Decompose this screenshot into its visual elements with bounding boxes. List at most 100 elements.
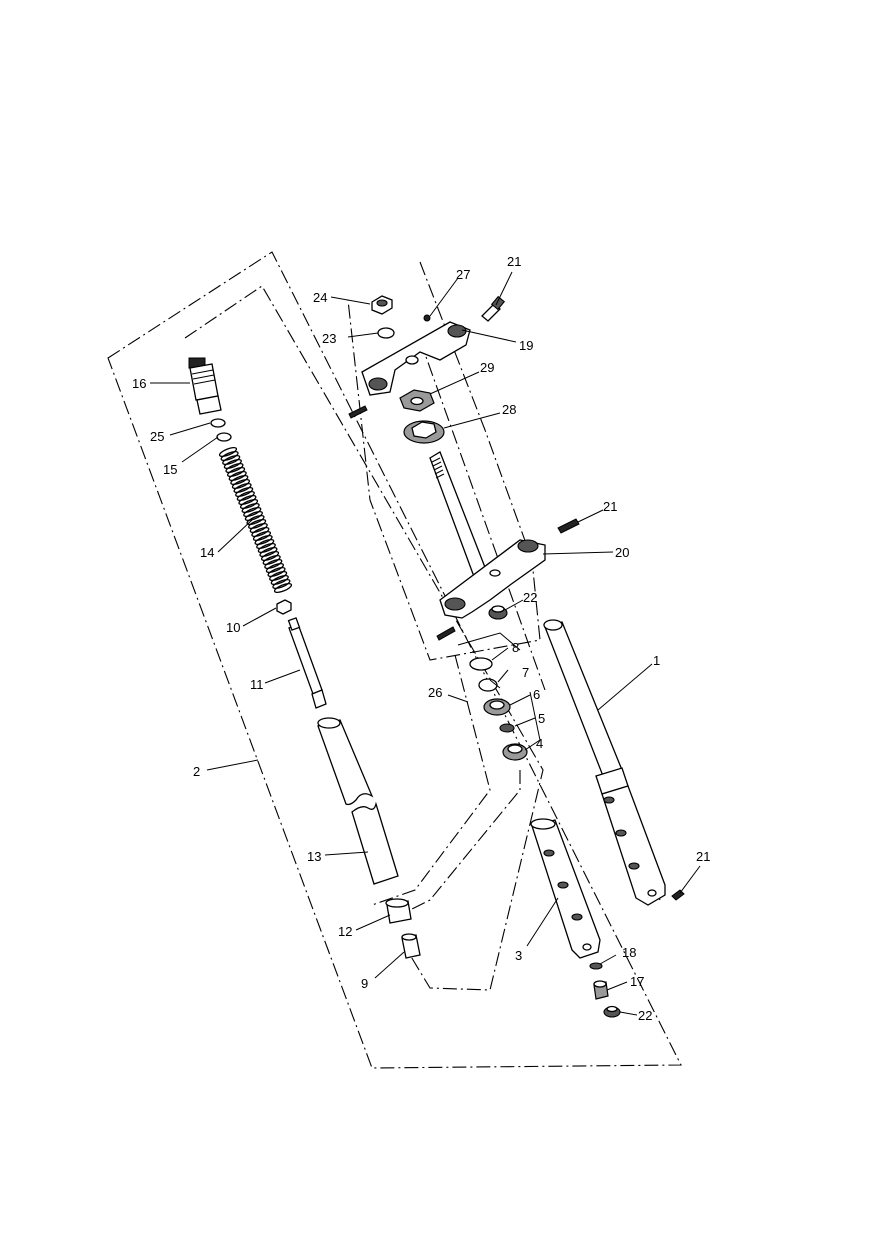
spring-coil (235, 486, 254, 498)
cap-22-upper (488, 605, 508, 620)
callout-14: 14 (200, 545, 214, 560)
inner-tube-13 (317, 717, 399, 885)
steering-stem-boundary (347, 261, 541, 661)
callout-10: 10 (226, 620, 240, 635)
callout-6: 6 (533, 687, 540, 702)
spring-coil (264, 558, 283, 570)
spring-coil (273, 582, 293, 594)
spring-coil (272, 578, 291, 590)
spring-coil (244, 510, 263, 522)
spring-coil (252, 530, 272, 542)
spring-coil (238, 494, 257, 506)
drain-screw-17 (593, 980, 609, 1000)
pinch-bolt-top (348, 405, 368, 419)
seal-8 (469, 657, 493, 671)
callout-9: 9 (361, 976, 368, 991)
callout-22-lower: 22 (638, 1008, 652, 1023)
spring-coil (259, 546, 278, 558)
spring-coil (223, 458, 242, 470)
bearing-group-link (371, 654, 521, 911)
callout-4: 4 (536, 736, 543, 751)
spring-coil (236, 490, 255, 502)
spring-coil (269, 570, 288, 582)
callout-24: 24 (313, 290, 327, 305)
callout-16: 16 (132, 376, 146, 391)
spring-coil (239, 498, 259, 510)
callout-12: 12 (338, 924, 352, 939)
bush-12 (385, 898, 412, 924)
damper-rod-11 (287, 617, 327, 709)
spring-coil (243, 506, 262, 518)
screw-27 (423, 314, 431, 322)
steering-stem (429, 451, 489, 583)
spring-coil (227, 466, 246, 478)
spring-coil (218, 446, 238, 458)
leader-lines (150, 271, 701, 1016)
fork-leg-3 (530, 818, 601, 959)
callout-29: 29 (480, 360, 494, 375)
callout-labels: 1 2 3 4 5 6 7 8 9 10 11 12 13 14 15 16 1… (132, 254, 710, 1023)
spring-coil (246, 514, 265, 526)
washer-15 (216, 432, 232, 442)
spring-coil (249, 522, 268, 534)
bolt-21-yoke (557, 518, 580, 534)
cap-22-lower (603, 1005, 621, 1018)
spring-coil (256, 538, 275, 550)
bottom-yoke-20 (439, 539, 546, 619)
top-yoke-19 (361, 321, 471, 396)
bolt-21-top (481, 295, 506, 322)
spring-coil (230, 474, 249, 486)
washer-23 (377, 327, 395, 339)
spring-coil (270, 574, 289, 586)
callout-19: 19 (519, 338, 533, 353)
assembly-boundary-outer (107, 251, 682, 1069)
spring-coil (228, 470, 247, 482)
spring-coil (248, 518, 267, 530)
spring-coil (260, 550, 280, 562)
callout-1: 1 (653, 653, 660, 668)
callout-21-mid: 21 (603, 499, 617, 514)
spring-coil (233, 482, 252, 494)
callout-22-upper: 22 (523, 590, 537, 605)
nut-10 (276, 599, 292, 615)
callout-18: 18 (622, 945, 636, 960)
callout-3: 3 (515, 948, 522, 963)
callout-11: 11 (250, 677, 264, 692)
callout-8: 8 (512, 640, 519, 655)
stem-nut-29 (399, 389, 435, 412)
callout-25: 25 (150, 429, 164, 444)
spring-coil (262, 554, 281, 566)
race-5 (499, 723, 515, 733)
washer-25 (210, 418, 226, 428)
spring-coil (222, 454, 241, 466)
callout-13: 13 (307, 849, 321, 864)
spring-coil (220, 450, 239, 462)
adjuster-nut-28 (403, 420, 445, 444)
fork-spring-14 (218, 446, 293, 594)
fork-top-cap-16 (188, 357, 222, 415)
callout-7: 7 (522, 665, 529, 680)
callout-27: 27 (456, 267, 470, 282)
callout-21-top: 21 (507, 254, 521, 269)
spring-coil (251, 526, 270, 538)
bush-9 (401, 933, 421, 959)
bolt-21-right (671, 889, 685, 901)
callout-20: 20 (615, 545, 629, 560)
fork-leg-1 (543, 619, 666, 906)
pinch-bolt-bottom (436, 626, 456, 641)
bearing-6 (483, 698, 511, 716)
dust-cover-7 (478, 678, 498, 692)
callout-26: 26 (428, 685, 442, 700)
bearing-4 (502, 743, 528, 761)
spring-coil (225, 462, 244, 474)
washer-18 (589, 962, 603, 970)
spring-coil (267, 566, 286, 578)
spring-coil (231, 478, 251, 490)
spring-coil (241, 502, 260, 514)
nut-24 (371, 295, 393, 315)
spring-coil (265, 562, 284, 574)
spring-coil (257, 542, 276, 554)
callout-2: 2 (193, 764, 200, 779)
bearing-bracket (457, 632, 541, 751)
